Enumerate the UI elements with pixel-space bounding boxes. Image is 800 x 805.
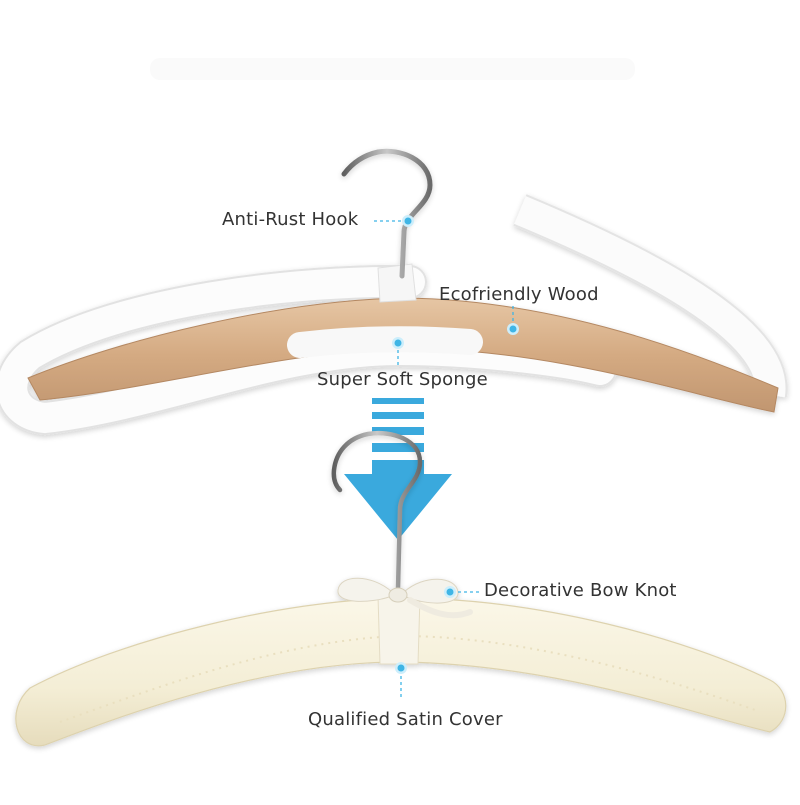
top-hanger — [0, 148, 788, 436]
bow-left-loop — [337, 577, 393, 602]
arrow-bar-1 — [372, 398, 424, 404]
dot-bow — [446, 588, 454, 596]
sponge-tube-front — [287, 326, 483, 358]
callout-anti-rust-hook: Anti-Rust Hook — [222, 209, 359, 230]
ribbon-wrap — [377, 595, 421, 665]
arrow-head — [344, 460, 452, 540]
callout-decorative-bow-knot: Decorative Bow Knot — [484, 580, 677, 601]
dot-sponge — [394, 339, 402, 347]
dot-wood — [509, 325, 517, 333]
dot-hook — [404, 217, 412, 225]
callout-leaders — [374, 220, 514, 700]
arrow-bar-2 — [372, 412, 424, 419]
down-arrow — [344, 398, 452, 540]
hook-metal — [341, 148, 433, 279]
callout-super-soft-sponge: Super Soft Sponge — [317, 369, 488, 390]
callout-qualified-satin-cover: Qualified Satin Cover — [308, 709, 503, 730]
hook-metal-bottom — [331, 430, 423, 591]
dot-satin — [397, 664, 405, 672]
sponge-cap — [377, 263, 417, 303]
wood-bar — [27, 297, 779, 413]
arrow-bar-3 — [372, 427, 424, 435]
bow-tail — [407, 597, 473, 619]
callout-dots — [392, 215, 519, 674]
sponge-tube-end — [514, 196, 786, 398]
arrow-bar-4 — [372, 443, 424, 452]
callout-ecofriendly-wood: Ecofriendly Wood — [439, 284, 599, 305]
faint-top-strip — [150, 58, 635, 80]
bow-center — [388, 587, 408, 603]
